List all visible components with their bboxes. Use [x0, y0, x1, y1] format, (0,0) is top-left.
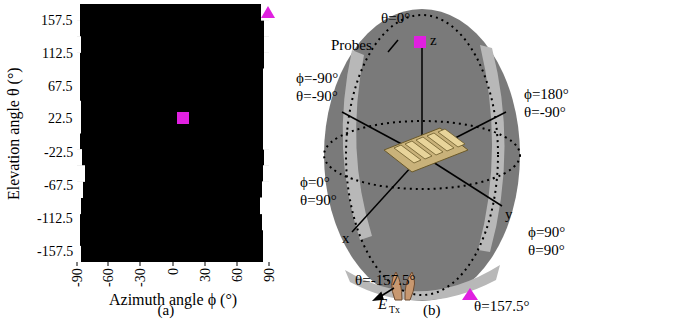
axis-text: 90 [262, 268, 277, 282]
probe-marker [177, 112, 189, 124]
axis-text: 0 [166, 268, 181, 275]
axis-text: -157.5 [37, 244, 73, 259]
annotation-label: θ=-90° [296, 88, 338, 105]
annotation-label: θ=90° [300, 192, 337, 209]
axis-text: -90 [70, 268, 85, 287]
annotation-label: ϕ=90° [528, 224, 565, 241]
annotation-label: z [430, 32, 437, 49]
annotation-label: E [378, 296, 387, 313]
annotation-label: ϕ=0° [300, 174, 330, 191]
axis-text: -22.5 [44, 145, 73, 160]
axis-text: 112.5 [42, 46, 73, 61]
axis-text: 60 [230, 268, 245, 282]
annotation-label: ϕ=-90° [296, 70, 338, 87]
annotation-label: y [505, 206, 513, 223]
axis-text: -67.5 [44, 178, 73, 193]
axis-text: -30 [133, 268, 148, 287]
axis-text: 157.5 [41, 13, 73, 28]
annotation-label: (a) [158, 302, 175, 319]
annotation-label: θ=-90° [524, 104, 566, 121]
tx-marker [261, 6, 275, 18]
annotation-label: θ=90° [528, 242, 565, 259]
antenna-array [384, 128, 468, 172]
annotation-label: Tx [389, 304, 400, 315]
annotation-label: x [342, 230, 350, 247]
heatmap [77, 4, 269, 262]
axis-text: -60 [101, 268, 116, 287]
axis-text: 30 [198, 268, 213, 282]
annotation-label: ϕ=180° [524, 86, 569, 103]
axis-text: 67.5 [48, 79, 73, 94]
sphere [324, 9, 520, 301]
annotation-label: Probes [331, 37, 372, 54]
axis-text: 22.5 [48, 111, 73, 126]
annotation-label: θ=0° [381, 10, 410, 27]
annotation-label: (b) [423, 302, 441, 319]
axis-text: -112.5 [37, 211, 73, 226]
axis-text: Elevation angle θ (°) [5, 67, 23, 200]
annotation-label: θ=-157.5° [355, 272, 415, 289]
annotation-label: θ=157.5° [474, 298, 529, 315]
